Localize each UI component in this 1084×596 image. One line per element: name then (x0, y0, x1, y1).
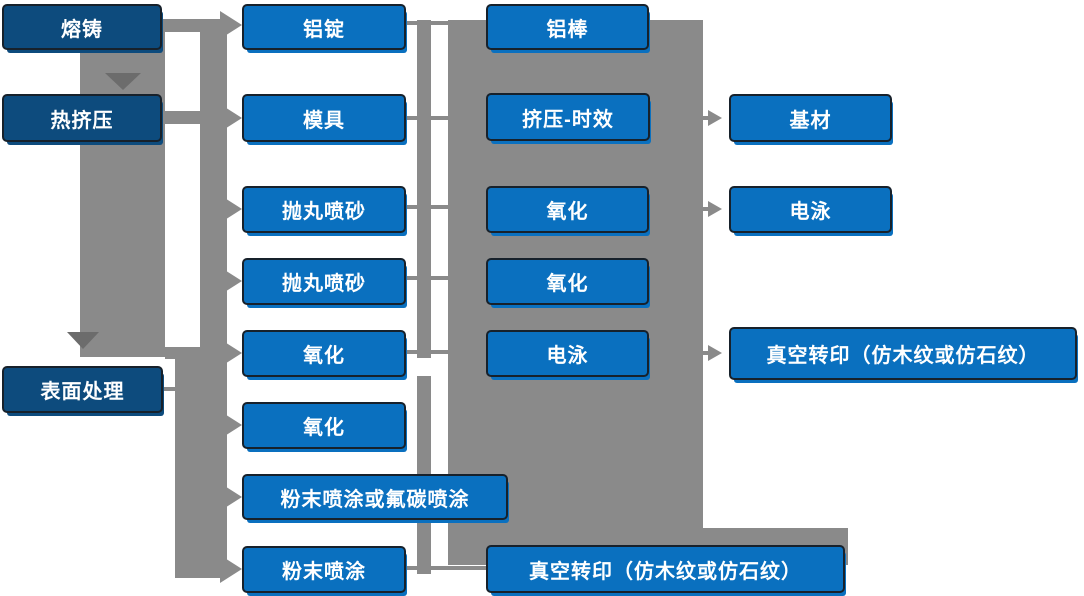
node-powder-coating: 粉末喷涂 (242, 546, 406, 593)
node-oxidation-1: 氧化 (242, 330, 406, 377)
connector-row-stub (406, 21, 450, 25)
connector-row-stub (406, 116, 450, 120)
connector-arm (703, 116, 709, 120)
node-electrophoresis-1: 电泳 (486, 330, 649, 377)
arrow-right-icon (220, 195, 242, 223)
arrow-right-icon (220, 267, 242, 295)
connector-arm (703, 207, 709, 211)
arrow-right-icon (708, 345, 722, 361)
connector-surface-stub (161, 387, 177, 391)
node-extrusion-aging: 挤压-时效 (486, 93, 650, 141)
node-powder-or-fluorocarbon: 粉末喷涂或氟碳喷涂 (242, 474, 508, 520)
connector-arm (162, 19, 224, 32)
arrow-right-icon (220, 339, 242, 367)
node-shot-blasting-1: 抛丸喷砂 (242, 186, 406, 233)
arrow-right-icon (220, 555, 242, 583)
connector-mid-bar-upper (417, 20, 431, 358)
arrow-right-icon (708, 201, 722, 217)
arrow-right-icon (220, 11, 242, 39)
connector-surface-branch (175, 350, 201, 578)
connector-row-stub (406, 350, 450, 354)
arrow-down-icon (67, 332, 99, 349)
connector-row-stub (406, 566, 486, 570)
node-electrophoresis-2: 电泳 (729, 186, 892, 233)
arrow-down-icon (105, 73, 141, 90)
node-vacuum-transfer-bottom: 真空转印（仿木纹或仿石纹） (486, 545, 845, 593)
connector-row-stub (406, 205, 450, 209)
arrow-right-icon (220, 483, 242, 511)
connector-arm (162, 111, 224, 124)
node-hot-extrusion: 热挤压 (2, 94, 162, 142)
node-surface-treatment: 表面处理 (2, 366, 163, 413)
node-oxidation-4: 氧化 (486, 258, 649, 305)
arrow-right-icon (220, 411, 242, 439)
node-oxidation-3: 氧化 (486, 186, 649, 233)
node-aluminum-rod: 铝棒 (486, 4, 649, 50)
arrow-right-icon (220, 104, 242, 132)
node-oxidation-2: 氧化 (242, 402, 406, 449)
node-die-mold: 模具 (242, 94, 406, 142)
connector-row-stub (406, 276, 450, 280)
arrow-right-icon (708, 110, 722, 126)
node-vacuum-transfer-right: 真空转印（仿木纹或仿石纹） (729, 327, 1077, 380)
node-melting-casting: 熔铸 (2, 4, 162, 50)
node-shot-blasting-2: 抛丸喷砂 (242, 258, 406, 305)
connector-arm (165, 347, 223, 359)
connector-arm (703, 351, 709, 355)
node-base-material: 基材 (729, 94, 892, 142)
node-aluminum-ingot: 铝锭 (242, 4, 406, 50)
